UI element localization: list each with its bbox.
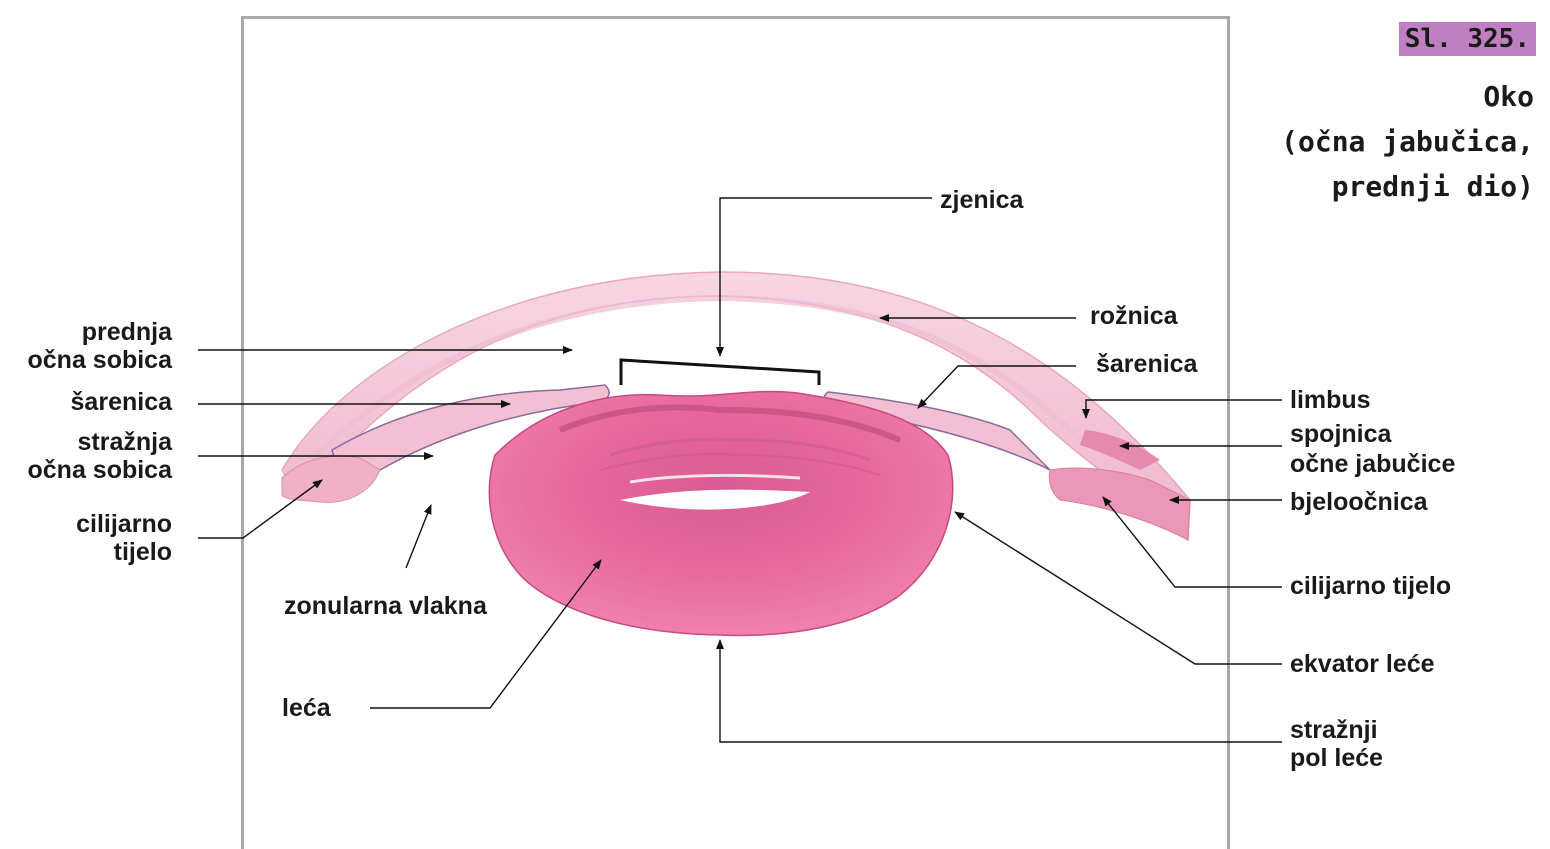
label-straznja-1: stražnja bbox=[78, 428, 172, 456]
label-roznica: rožnica bbox=[1090, 302, 1178, 330]
figure-number: Sl. 325. bbox=[1399, 22, 1536, 56]
label-cilijarno-left-1: cilijarno bbox=[76, 510, 172, 538]
label-leca: leća bbox=[282, 694, 331, 722]
label-prednja-1: prednja bbox=[82, 318, 172, 346]
label-spojnica-2: očne jabučice bbox=[1290, 450, 1455, 478]
label-ekvator-lece: ekvator leće bbox=[1290, 650, 1435, 678]
label-sarenica-right: šarenica bbox=[1096, 350, 1197, 378]
label-straznji-pol-2: pol leće bbox=[1290, 744, 1383, 772]
lens bbox=[489, 391, 952, 635]
pupil-bracket bbox=[621, 360, 819, 385]
label-cilijarno-left-2: tijelo bbox=[114, 538, 172, 566]
label-straznji-pol-1: stražnji bbox=[1290, 716, 1378, 744]
label-sarenica-left: šarenica bbox=[71, 388, 172, 416]
label-zjenica: zjenica bbox=[940, 186, 1023, 214]
figure-title: Oko (očna jabučica, prednji dio) bbox=[1281, 74, 1534, 209]
figure-title-line-2: (očna jabučica, bbox=[1281, 119, 1534, 164]
label-bjeloocnica: bjeloočnica bbox=[1290, 488, 1428, 516]
label-prednja-2: očna sobica bbox=[28, 346, 173, 374]
label-spojnica-1: spojnica bbox=[1290, 420, 1391, 448]
label-straznja-2: očna sobica bbox=[28, 456, 173, 484]
figure-title-line-3: prednji dio) bbox=[1281, 164, 1534, 209]
label-zonularna-vlakna: zonularna vlakna bbox=[284, 592, 487, 620]
figure-title-line-1: Oko bbox=[1281, 74, 1534, 119]
label-cilijarno-tijelo-right: cilijarno tijelo bbox=[1290, 572, 1451, 600]
label-limbus: limbus bbox=[1290, 386, 1371, 414]
